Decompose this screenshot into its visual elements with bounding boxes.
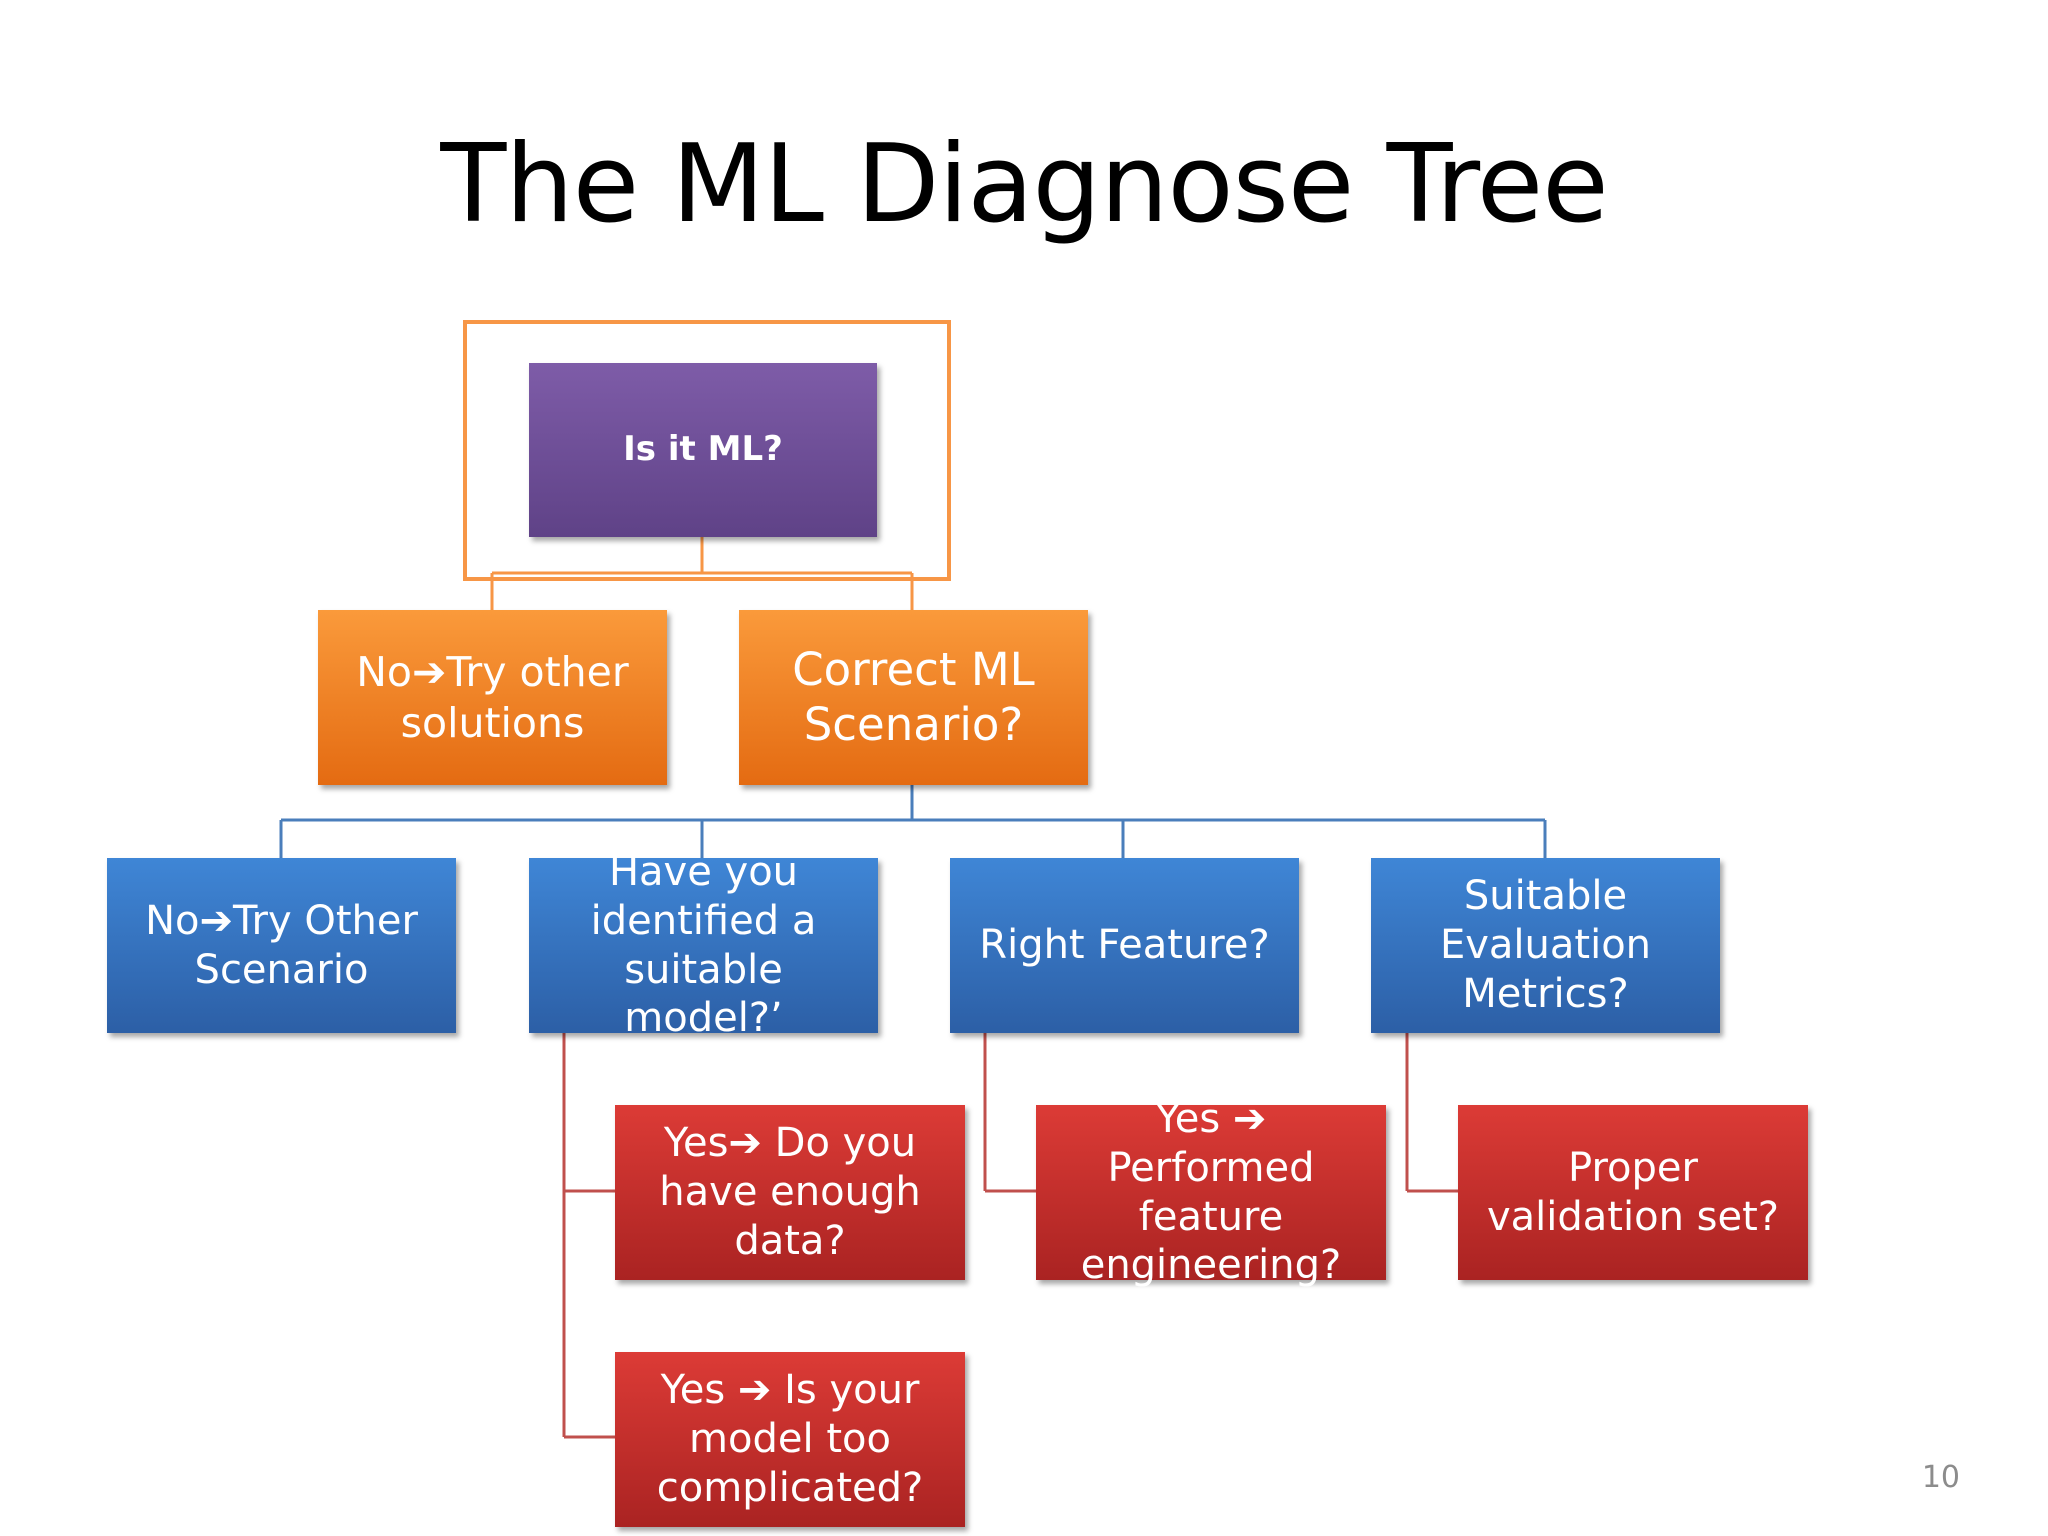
connector-metrics-children: [1405, 1033, 1458, 1193]
node-evaluation-metrics: Suitable Evaluation Metrics?: [1371, 858, 1720, 1033]
node-label: No➔Try other solutions: [356, 648, 629, 747]
node-label: Right Feature?: [979, 922, 1270, 969]
node-try-other-scenario: No➔Try Other Scenario: [107, 858, 456, 1033]
node-feature-engineering: Yes ➔ Performed feature engineering?: [1036, 1096, 1386, 1288]
node-label: Yes ➔ Performed feature engineering?: [1080, 1095, 1342, 1289]
node-label: Have you identified a suitable model?’: [590, 848, 817, 1042]
slide-title: The ML Diagnose Tree: [440, 122, 1608, 247]
node-correct-ml-scenario: Correct ML Scenario?: [739, 610, 1088, 785]
node-validation-set: Proper validation set?: [1458, 1105, 1808, 1280]
node-label: Correct ML Scenario?: [792, 642, 1035, 751]
node-label: Yes ➔ Is your model too complicated?: [656, 1367, 924, 1511]
node-is-it-ml: Is it ML?: [529, 363, 877, 537]
node-label: No➔Try Other Scenario: [145, 897, 418, 993]
node-suitable-model: Have you identified a suitable model?’: [529, 849, 878, 1041]
connector-feature-children: [983, 1033, 1036, 1193]
connector-model-children: [562, 1033, 615, 1439]
node-try-other-solutions: No➔Try other solutions: [318, 610, 667, 785]
root-highlight-frame: [463, 320, 951, 581]
node-label: Proper validation set?: [1486, 1144, 1779, 1240]
page-number: 10: [1921, 1460, 1960, 1495]
node-model-too-complicated: Yes ➔ Is your model too complicated?: [615, 1352, 965, 1527]
node-label: Suitable Evaluation Metrics?: [1439, 873, 1652, 1017]
node-right-feature: Right Feature?: [950, 858, 1299, 1033]
node-label: Is it ML?: [623, 429, 783, 470]
connector-scenario-children: [279, 785, 1547, 858]
node-label: Yes➔ Do you have enough data?: [659, 1120, 921, 1264]
node-enough-data: Yes➔ Do you have enough data?: [615, 1105, 965, 1280]
